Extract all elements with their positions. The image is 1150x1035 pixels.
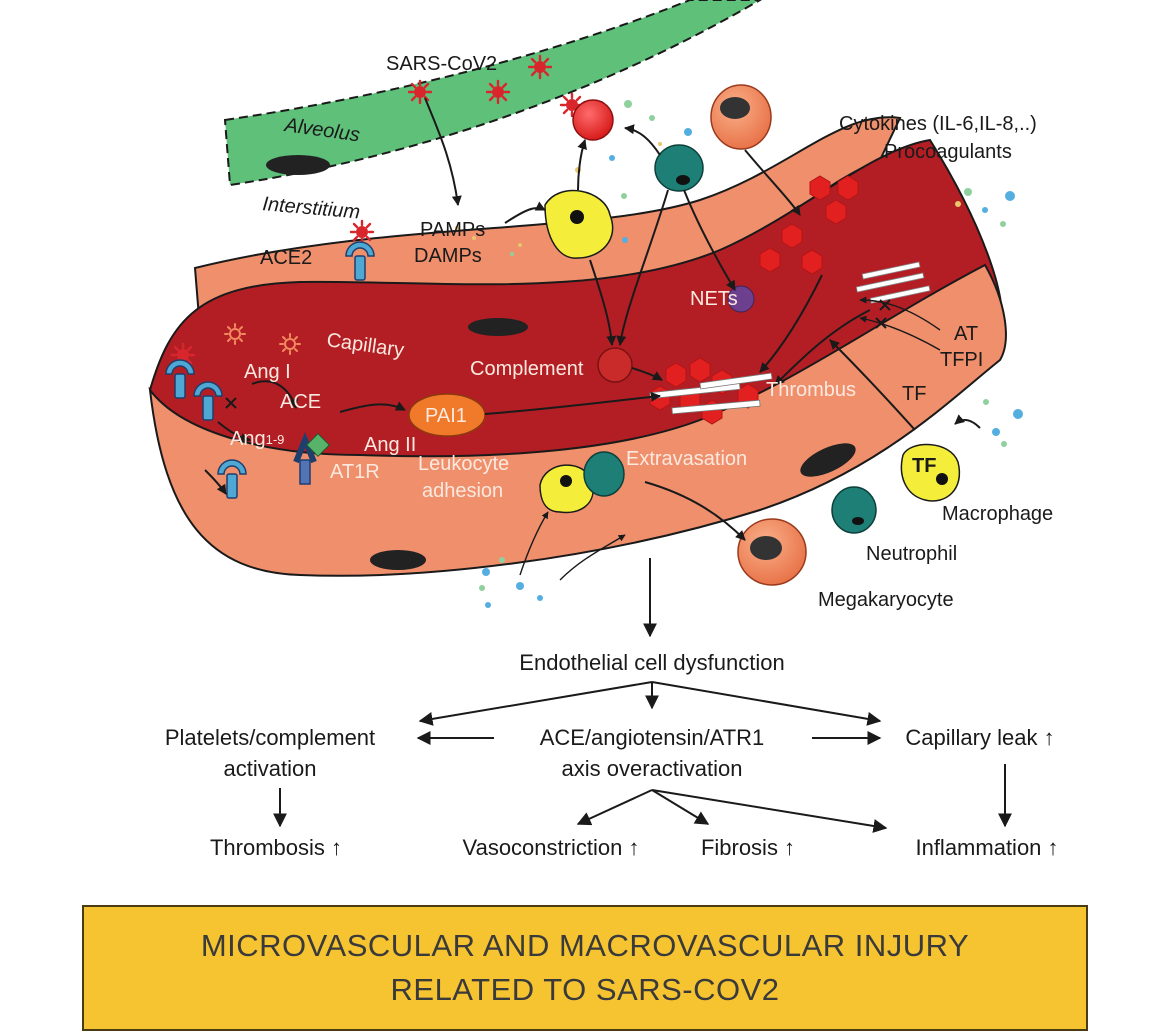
ace-label: ACE: [280, 391, 321, 413]
infected-cell: [573, 100, 613, 140]
damps-label: DAMPs: [414, 245, 482, 267]
platelets-label: Platelets/complement: [165, 725, 375, 750]
ace-axis-overactivation-label: axis overactivation: [562, 756, 743, 781]
at1r-label: AT1R: [330, 461, 380, 483]
virus-label: SARS-CoV2: [386, 53, 497, 75]
megakaryocyte-legend-cell: [738, 519, 806, 585]
adhesion-label: adhesion: [422, 480, 503, 502]
platelets-activation-label: activation: [224, 756, 317, 781]
ang19-label: Ang1-9: [230, 428, 284, 450]
summary-banner: MICROVASCULAR AND MACROVASCULAR INJURY R…: [82, 905, 1088, 1031]
fibrosis-label: Fibrosis ↑: [701, 835, 795, 860]
banner-line-2: RELATED TO SARS-COV2: [391, 968, 780, 1012]
thrombus-label: Thrombus: [766, 379, 856, 401]
ang1-label: Ang I: [244, 361, 291, 383]
inflammation-label: Inflammation ↑: [915, 835, 1058, 860]
banner-line-1: MICROVASCULAR AND MACROVASCULAR INJURY: [201, 924, 969, 968]
endothelial-dysfunction-label: Endothelial cell dysfunction: [519, 650, 784, 675]
tf-label: TF: [902, 383, 926, 405]
at-label: AT: [954, 323, 978, 345]
virus-icon: [487, 81, 509, 103]
ace2-label: ACE2: [260, 247, 312, 269]
endothelial-nucleus: [468, 318, 528, 336]
virus-icon: [529, 56, 551, 78]
thrombosis-label: Thrombosis ↑: [210, 835, 342, 860]
interstitium-label: Interstitium: [262, 193, 361, 223]
vasoconstriction-label: Vasoconstriction ↑: [463, 835, 640, 860]
pai1-label: PAI1: [425, 405, 467, 427]
extravasation-label: Extravasation: [626, 448, 747, 470]
pamps-label: PAMPs: [420, 219, 485, 241]
leukocyte-neutrophil: [584, 452, 624, 496]
neutrophil-cell: [655, 145, 703, 191]
macrophage-tf-label: TF: [912, 455, 936, 477]
macrophage-label: Macrophage: [942, 503, 1053, 525]
nets-label: NETs: [690, 288, 738, 310]
ang2-label: Ang II: [364, 434, 416, 456]
neutrophil-legend-cell: [832, 487, 876, 533]
virus-icon: [409, 81, 431, 103]
endothelial-nucleus: [370, 550, 426, 570]
capillary-leak-label: Capillary leak ↑: [905, 725, 1054, 750]
neutrophil-label: Neutrophil: [866, 543, 957, 565]
cytokines-label: Cytokines (IL-6,IL-8,..): [839, 113, 1037, 135]
complement-cell: [598, 348, 632, 382]
complement-label: Complement: [470, 358, 584, 380]
alveolar-cell-nucleus: [266, 155, 330, 175]
virus-icon: [351, 221, 373, 243]
procoagulants-label: Procoagulants: [884, 141, 1012, 163]
megakaryocyte-label: Megakaryocyte: [818, 589, 954, 611]
tfpi-label: TFPI: [940, 349, 983, 371]
megakaryocyte-cell: [711, 85, 771, 149]
ace-axis-label: ACE/angiotensin/ATR1: [540, 725, 765, 750]
leukocyte-label: Leukocyte: [418, 453, 509, 475]
